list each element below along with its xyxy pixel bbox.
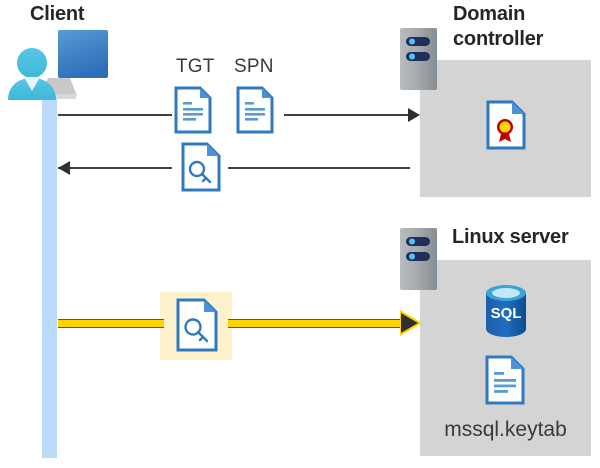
client-lifeline: [42, 93, 57, 458]
arrowhead-to-linux-server-inner: [401, 313, 418, 333]
flow-line-client-to-linux-left: [58, 319, 164, 328]
keytab-file-label: mssql.keytab: [444, 418, 567, 441]
document-with-key-icon: [176, 298, 218, 352]
spn-label: SPN: [234, 56, 274, 77]
dc-title-line2: controller: [453, 28, 544, 50]
flow-line-dc-to-client-right: [228, 167, 410, 169]
server-rack-icon: [400, 228, 437, 290]
flow-line-client-to-dc-right: [284, 114, 410, 116]
server-rack-icon: [400, 28, 437, 90]
flow-line-dc-to-client-left: [58, 167, 172, 169]
tgt-label: TGT: [176, 56, 215, 77]
document-icon: [485, 355, 525, 405]
document-with-certificate-icon: [486, 100, 526, 150]
document-icon: [236, 86, 274, 134]
svg-text:SQL: SQL: [491, 305, 522, 322]
document-icon: [174, 86, 212, 134]
flow-line-client-to-linux-right: [228, 319, 408, 328]
arrowhead-to-domain-controller: [408, 108, 420, 122]
flow-line-client-to-dc-left: [58, 114, 172, 116]
dc-title-line1: Domain: [453, 3, 526, 25]
arrowhead-to-client: [58, 161, 70, 175]
client-computer-user-icon: [6, 26, 110, 104]
document-with-key-icon: [181, 142, 221, 192]
sql-database-icon: SQL: [483, 284, 529, 338]
linux-server-title: Linux server: [452, 226, 569, 248]
domain-controller-title: Domain controller: [453, 2, 593, 52]
client-title: Client: [30, 3, 85, 25]
